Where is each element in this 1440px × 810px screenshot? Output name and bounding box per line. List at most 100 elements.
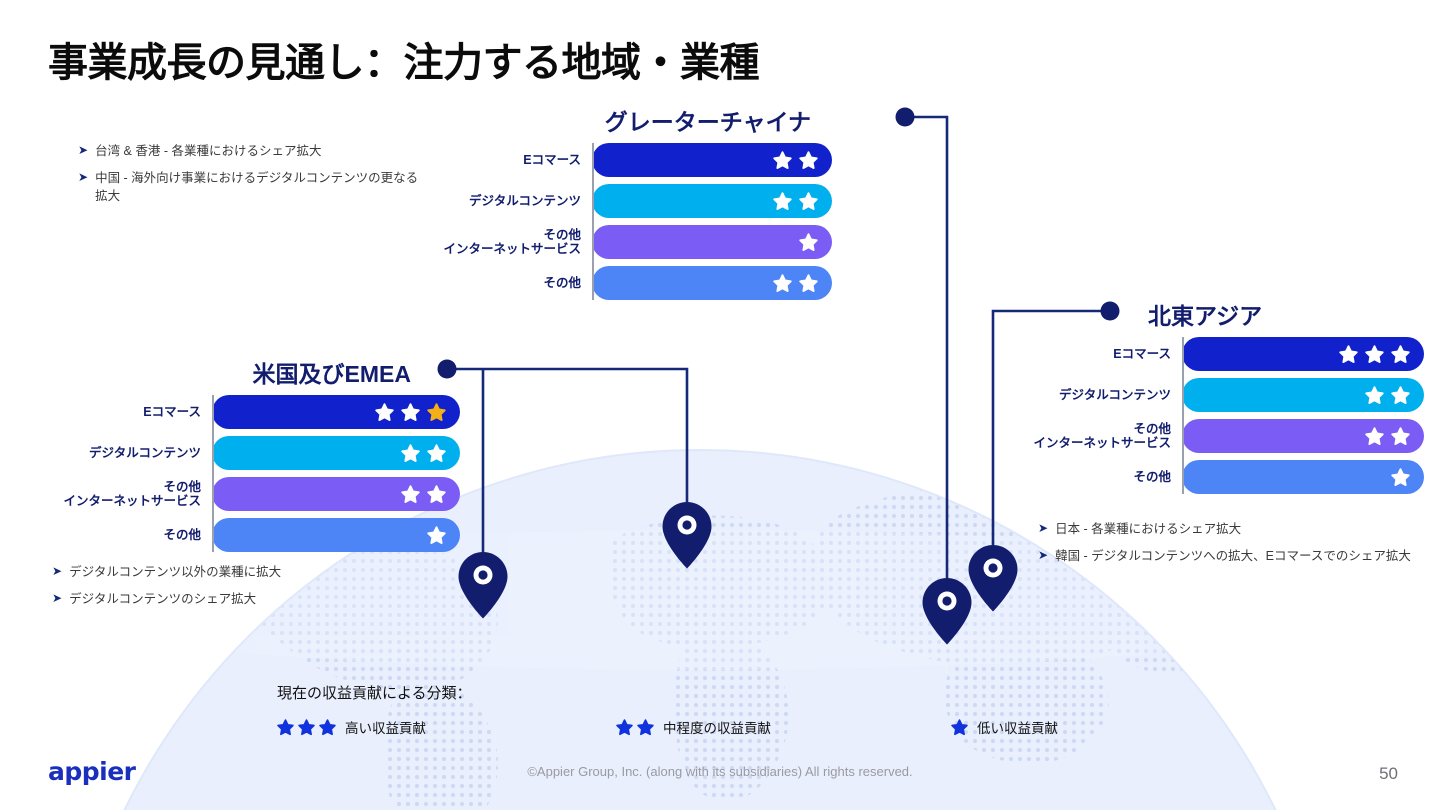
bullet-arrow-icon: ➤ <box>52 591 63 606</box>
bullets-greater-china: ➤台湾 & 香港 - 各業種におけるシェア拡大 ➤ 中国 - 海外向け事業におけるデ… <box>78 142 430 205</box>
star-icon <box>1365 426 1384 445</box>
chart-bar <box>592 266 832 300</box>
legend-item: 高い収益貢献 <box>277 717 426 737</box>
legend-items: 高い収益貢献 中程度の収益貢献 低い収益貢献 <box>277 717 1058 737</box>
region-label: グレーターチャイナ <box>604 109 811 135</box>
chart-axis <box>212 395 214 552</box>
chart-row-label: デジタルコンテンツ <box>468 194 581 208</box>
legend-label: 中程度の収益貢献 <box>663 721 771 736</box>
chart-row: Eコマース <box>57 395 460 429</box>
bullet-item: ➤台湾 & 香港 - 各業種におけるシェア拡大 <box>78 142 430 160</box>
region-greater-china: グレーターチャイナ Eコマースデジタルコンテンツその他 インターネットサービスそ… <box>437 103 837 300</box>
region-title-greater-china: グレーターチャイナ <box>437 103 837 137</box>
bullet-item: ➤韓国 - デジタルコンテンツへの拡大、Eコマースでのシェア拡大 <box>1038 547 1436 565</box>
star-icon <box>1365 344 1384 363</box>
star-icon <box>637 718 654 735</box>
region-label: 北東アジア <box>1148 303 1263 329</box>
chart-row-label: その他 <box>543 276 581 290</box>
bullet-item: ➤ デジタルコンテンツのシェア拡大 <box>52 590 432 608</box>
chart-bar <box>212 436 460 470</box>
chart-row-label: デジタルコンテンツ <box>1058 388 1171 402</box>
region-title-northeast-asia: 北東アジア <box>1000 297 1424 331</box>
chart-row: デジタルコンテンツ <box>57 436 460 470</box>
star-icon <box>773 191 792 210</box>
legend-stars <box>277 718 336 736</box>
chart-northeast-asia: Eコマースデジタルコンテンツその他 インターネットサービスその他 <box>1000 337 1424 494</box>
star-icon <box>951 718 968 735</box>
bullets-us-emea: ➤デジタルコンテンツ以外の業種に拡大 ➤ デジタルコンテンツのシェア拡大 <box>52 563 432 608</box>
chart-row-label: その他 インターネットサービス <box>443 228 581 256</box>
star-icon <box>427 402 446 421</box>
chart-row: その他 <box>57 518 460 552</box>
chart-bar <box>1182 419 1424 453</box>
chart-axis <box>592 143 594 300</box>
chart-row-label: Eコマース <box>1113 347 1171 361</box>
star-icon <box>799 191 818 210</box>
chart-row-label: その他 インターネットサービス <box>1033 422 1171 450</box>
legend-label: 低い収益貢献 <box>977 721 1058 736</box>
bullet-text: デジタルコンテンツのシェア拡大 <box>69 592 257 607</box>
region-northeast-asia: 北東アジア Eコマースデジタルコンテンツその他 インターネットサービスその他 <box>1000 297 1424 494</box>
chart-row: その他 インターネットサービス <box>1000 419 1424 453</box>
bullet-text: 日本 - 各業種におけるシェア拡大 <box>1055 522 1242 536</box>
legend-stars <box>951 718 968 736</box>
bullet-text: 中国 - 海外向け事業におけるデジタルコンテンツの更なる拡大 <box>95 171 419 204</box>
appier-logo: appier <box>48 757 136 786</box>
chart-bar <box>212 518 460 552</box>
head-dot-us-emea <box>437 359 457 379</box>
chart-row-label: その他 インターネットサービス <box>63 480 201 508</box>
bullet-text: 台湾 & 香港 - 各業種におけるシェア拡大 <box>95 144 322 158</box>
star-icon <box>1365 385 1384 404</box>
chart-greater-china: Eコマースデジタルコンテンツその他 インターネットサービスその他 <box>437 143 837 300</box>
chart-row-label: Eコマース <box>523 153 581 167</box>
chart-bar <box>1182 460 1424 494</box>
bullet-item: ➤デジタルコンテンツ以外の業種に拡大 <box>52 563 432 581</box>
legend-item: 低い収益貢献 <box>951 717 1058 737</box>
legend: 現在の収益貢献による分類： 高い収益貢献 中程度の収益貢献 低い収益貢献 <box>277 682 1058 737</box>
chart-row: その他 <box>1000 460 1424 494</box>
chart-row: その他 インターネットサービス <box>57 477 460 511</box>
star-icon <box>1339 344 1358 363</box>
bullets-northeast-asia: ➤日本 - 各業種におけるシェア拡大➤韓国 - デジタルコンテンツへの拡大、Eコ… <box>1038 520 1436 565</box>
bullet-item: ➤ 中国 - 海外向け事業におけるデジタルコンテンツの更なる拡大 <box>78 169 430 205</box>
star-icon <box>616 718 633 735</box>
region-title-us-emea: 米国及びEMEA <box>57 355 437 389</box>
star-icon <box>799 232 818 251</box>
chart-axis <box>1182 337 1184 494</box>
chart-bar <box>1182 378 1424 412</box>
star-icon <box>1391 344 1410 363</box>
star-icon <box>1391 426 1410 445</box>
star-icon <box>277 718 294 735</box>
star-icon <box>427 443 446 462</box>
map-pin <box>662 502 712 569</box>
chart-row-label: その他 <box>1133 470 1171 484</box>
star-icon <box>319 718 336 735</box>
star-icon <box>298 718 315 735</box>
region-label: 米国及びEMEA <box>252 361 411 387</box>
chart-row: Eコマース <box>437 143 837 177</box>
chart-row-label: デジタルコンテンツ <box>88 446 201 460</box>
chart-bar <box>592 143 832 177</box>
chart-bar <box>592 184 832 218</box>
legend-title: 現在の収益貢献による分類： <box>277 685 472 702</box>
page-number: 50 <box>1379 764 1398 783</box>
star-icon <box>799 273 818 292</box>
chart-us-emea: Eコマースデジタルコンテンツその他 インターネットサービスその他 <box>57 395 460 552</box>
chart-row: その他 インターネットサービス <box>437 225 837 259</box>
chart-bar <box>1182 337 1424 371</box>
star-icon <box>401 443 420 462</box>
map-pin <box>922 578 972 645</box>
chart-row-label: その他 <box>163 528 201 542</box>
chart-bar <box>592 225 832 259</box>
copyright-text: ©Appier Group, Inc. (along with its subs… <box>527 764 913 779</box>
chart-row: デジタルコンテンツ <box>437 184 837 218</box>
legend-item: 中程度の収益貢献 <box>616 717 771 737</box>
legend-label: 高い収益貢献 <box>345 721 426 736</box>
map-pin <box>458 552 508 619</box>
star-icon <box>773 273 792 292</box>
star-icon <box>1391 385 1410 404</box>
bullet-arrow-icon: ➤ <box>78 170 89 185</box>
chart-bar <box>212 477 460 511</box>
chart-row: デジタルコンテンツ <box>1000 378 1424 412</box>
